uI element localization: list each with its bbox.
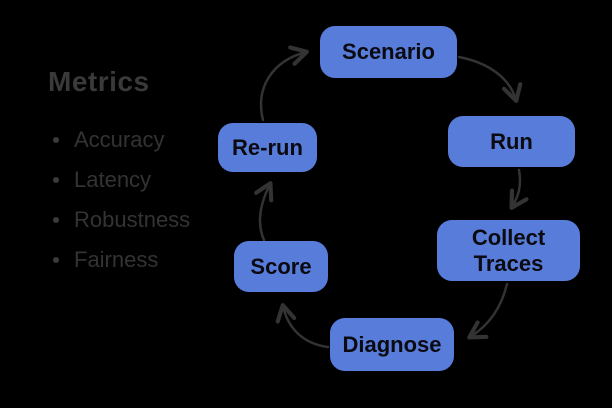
metric-label: Latency: [74, 167, 152, 192]
node-score: Score: [234, 241, 328, 292]
metrics-panel: Metrics Accuracy Latency Robustness Fair…: [48, 66, 268, 280]
node-label: Scenario: [342, 39, 435, 65]
node-collect-traces: Collect Traces: [437, 220, 580, 281]
bullet-icon: [53, 137, 59, 143]
metrics-list: Accuracy Latency Robustness Fairness: [48, 120, 268, 280]
node-label: Re-run: [232, 134, 303, 160]
metric-label: Robustness: [74, 207, 191, 232]
node-run: Run: [448, 116, 575, 167]
arrow-score-to-rerun: [254, 181, 274, 242]
node-label: Collect Traces: [471, 224, 546, 276]
metric-label: Fairness: [74, 247, 159, 272]
arrow-run-to-collect-traces: [509, 168, 529, 210]
metrics-title: Metrics: [48, 66, 150, 97]
node-scenario: Scenario: [320, 26, 457, 78]
metric-label: Accuracy: [74, 127, 165, 152]
metric-item-fairness: Fairness: [48, 240, 268, 280]
node-label: Score: [250, 253, 312, 279]
node-diagnose: Diagnose: [330, 318, 454, 371]
arrow-scenario-to-run: [457, 55, 523, 103]
node-re-run: Re-run: [218, 123, 317, 172]
bullet-icon: [53, 217, 59, 223]
bullet-icon: [53, 257, 59, 263]
arrow-rerun-to-scenario: [259, 45, 309, 122]
arrow-collect-traces-to-diagnose: [467, 282, 509, 340]
metric-item-robustness: Robustness: [48, 200, 268, 240]
metric-item-latency: Latency: [48, 160, 268, 200]
arrow-diagnose-to-score: [275, 303, 330, 349]
bullet-icon: [53, 177, 59, 183]
metric-item-accuracy: Accuracy: [48, 120, 268, 160]
node-label: Run: [490, 128, 533, 154]
node-label: Diagnose: [342, 331, 442, 357]
